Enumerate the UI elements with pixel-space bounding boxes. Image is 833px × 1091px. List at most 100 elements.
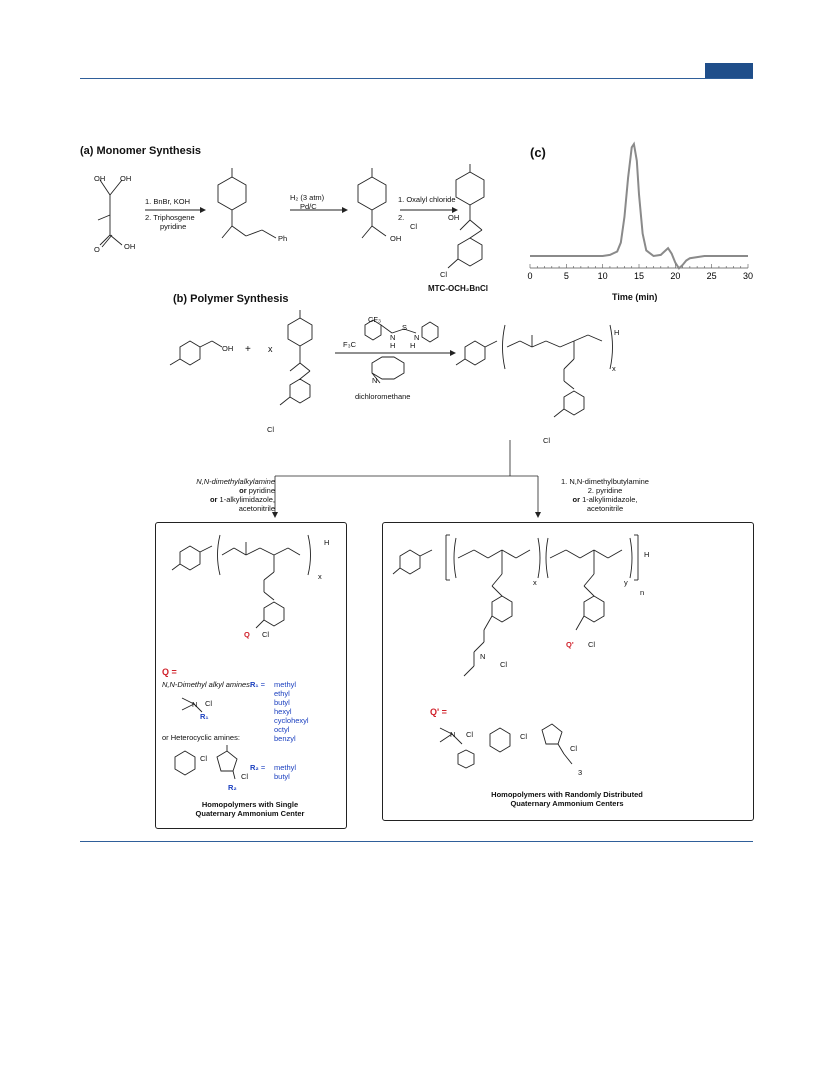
- left-r2-label-text: R₂: [250, 763, 259, 772]
- step1-reagent-1: 1. BnBr, KOH: [145, 197, 191, 206]
- box-single-quaternary: [155, 522, 347, 829]
- atom-ph: Ph: [278, 234, 288, 243]
- r1-value-5: octyl: [274, 725, 290, 734]
- chart-tick-label: 5: [564, 271, 569, 281]
- box-random-quaternary: [382, 522, 754, 821]
- bis-mpa-structure: [97, 179, 123, 248]
- branch-left-conditions: N,N-dimethylalkylamine or pyridine or 1-…: [155, 477, 275, 513]
- branch-right-line1: 1. N,N-dimethylbutylamine: [561, 477, 649, 486]
- left-sub-x: x: [318, 572, 322, 581]
- step3-reagent-1: 1. Oxalyl chloride: [398, 195, 456, 204]
- step1-reagent-2: 2. Triphosgene: [145, 213, 195, 222]
- step3-reagent-2: 2.: [398, 213, 405, 222]
- r1-value-0: methyl: [274, 680, 297, 689]
- atom-oh-3: OH: [124, 242, 136, 251]
- step1-reagent-3: pyridine: [160, 222, 187, 231]
- chart-x-label: Time (min): [612, 292, 658, 302]
- carbonate-acid-structure: [357, 168, 387, 239]
- right-sub-n: n: [640, 588, 645, 597]
- footer-rule: [80, 841, 753, 842]
- right-caption-line1: Homopolymers with Randomly Distributed: [491, 790, 643, 799]
- catalyst-s: S: [402, 323, 408, 332]
- monomer-synthesis-scheme: [97, 164, 485, 269]
- right-ammonium-cl: Cl: [500, 660, 508, 669]
- solvent: dichloromethane: [355, 392, 411, 401]
- right-sub-y: y: [624, 578, 628, 587]
- dbu-n: N: [372, 376, 378, 385]
- monomer-structure: [279, 310, 313, 406]
- branch-right-conditions: 1. N,N-dimethylbutylamine 2. pyridine or…: [540, 477, 670, 513]
- catalyst-cf3-left: F₃C: [343, 340, 357, 349]
- q-prime-structures: [439, 723, 573, 769]
- random-copolymer-structure: [392, 534, 639, 677]
- initiator-oh: OH: [222, 344, 234, 353]
- dbu-structure: [371, 356, 405, 384]
- branch-left-or1: or: [239, 486, 247, 495]
- left-pyr-cl: Cl: [200, 754, 208, 763]
- left-caption-line2: Quaternary Ammonium Center: [195, 809, 305, 818]
- q-prime-sub-3: 3: [578, 768, 583, 777]
- branch-left-or2: or: [209, 495, 218, 504]
- branch-left-line3: 1-alkylimidazole,: [217, 495, 275, 504]
- q-prime-benzyl-cl: Cl: [466, 730, 474, 739]
- right-box-caption: Homopolymers with Randomly Distributed Q…: [382, 790, 752, 808]
- polymer-product-structure: [455, 324, 613, 418]
- plus-sign: +: [245, 344, 251, 355]
- left-r1-label: R₁ =: [250, 680, 265, 689]
- right-ammonium-n: N: [480, 652, 486, 661]
- q-prime-benzyl-n: N: [450, 730, 456, 739]
- panel-b-title: (b) Polymer Synthesis: [173, 293, 289, 305]
- left-r1-values: methyl ethyl butyl hexyl cyclohexyl octy…: [274, 680, 309, 743]
- step2-reagent-1: H₂ (3 atm): [290, 193, 325, 202]
- polymer-end-h: H: [614, 328, 620, 337]
- chart-tick-label: 10: [598, 271, 608, 281]
- left-hetero-heading: or Heterocyclic amines:: [162, 733, 240, 742]
- left-r2-values: methyl butyl: [274, 763, 296, 781]
- panel-a-title: (a) Monomer Synthesis: [80, 145, 202, 157]
- catalyst-n2: N: [414, 333, 420, 342]
- chart-tick-label: 15: [634, 271, 644, 281]
- branch-right-line4: acetonitrile: [586, 504, 624, 513]
- initiator-structure: [169, 340, 223, 366]
- left-imid-cl: Cl: [241, 772, 249, 781]
- right-q-symbol: Q': [566, 640, 574, 649]
- thiourea-catalyst-structure: [364, 319, 439, 343]
- mtc-ocH2bncl-structure: [447, 164, 485, 269]
- r2-value-1: butyl: [274, 772, 290, 781]
- atom-oh-1: OH: [94, 174, 106, 183]
- right-caption-line2: Quaternary Ammonium Centers: [510, 799, 624, 808]
- r1-value-2: butyl: [274, 698, 290, 707]
- heterocycle-structures: [174, 745, 238, 780]
- left-r1-label-text: R₁: [250, 680, 259, 689]
- branch-left-line2: pyridine: [246, 486, 275, 495]
- branch-right-line2: 2. pyridine: [587, 486, 623, 495]
- panel-c-label: (c): [530, 145, 546, 160]
- polymer-sub-x: x: [612, 364, 616, 373]
- chart-tick-label: 20: [670, 271, 680, 281]
- catalyst-n1: N: [390, 333, 396, 342]
- chart-tick-label: 30: [743, 271, 753, 281]
- left-q-label: Q =: [162, 667, 177, 677]
- benzyl-carbonate-structure: [217, 168, 277, 239]
- monomer-cl: Cl: [267, 425, 275, 434]
- left-r2-sub: R₂: [228, 783, 237, 792]
- header-accent-tab: [705, 63, 753, 78]
- catalyst-cf3-top: CF₃: [368, 315, 382, 324]
- left-q-cl: Cl: [262, 630, 270, 639]
- q-prime-pyr-cl: Cl: [520, 732, 528, 741]
- left-r1-eq: =: [258, 680, 265, 689]
- left-end-h: H: [324, 538, 330, 547]
- left-r2-label: R₂ =: [250, 763, 265, 772]
- atom-cl-product: Cl: [440, 270, 448, 279]
- right-sub-x: x: [533, 578, 537, 587]
- right-q-label: Q' =: [430, 707, 447, 717]
- q-prime-imid-cl: Cl: [570, 744, 578, 753]
- branch-right-or: or: [572, 495, 580, 504]
- branch-left-line1: N,N-dimethylalkylamine: [196, 477, 275, 486]
- left-amines-heading: N,N-Dimethyl alkyl amines:: [162, 680, 253, 689]
- left-amine-n: N: [192, 700, 198, 709]
- atom-oh-reagent: OH: [448, 213, 460, 222]
- atom-cl-a-reagent: Cl: [410, 222, 418, 231]
- left-r1-sub: R₁: [200, 712, 209, 721]
